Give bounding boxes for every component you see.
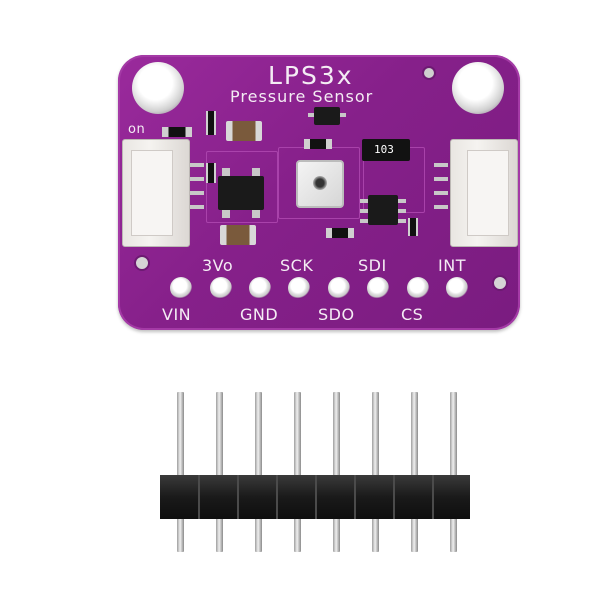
pin-label-sck: SCK bbox=[280, 256, 314, 275]
resistor bbox=[326, 228, 354, 238]
header-pin bbox=[177, 392, 184, 552]
stemma-connector-right bbox=[450, 139, 518, 247]
pin-label-cs: CS bbox=[401, 305, 424, 324]
pin-pad-sck bbox=[288, 277, 310, 299]
pin-pad-3vo bbox=[210, 277, 232, 299]
pin-label-vin: VIN bbox=[162, 305, 192, 324]
capacitor bbox=[220, 225, 256, 245]
pcb-board: LPS3x Pressure Sensor on bbox=[118, 55, 520, 330]
pin-pad-sdo bbox=[328, 277, 350, 299]
header-pin bbox=[450, 392, 457, 552]
pressure-sensor-chip bbox=[296, 160, 344, 208]
resistor bbox=[162, 127, 192, 137]
header-pin bbox=[216, 392, 223, 552]
pin-label-sdo: SDO bbox=[318, 305, 355, 324]
mounting-hole-right bbox=[452, 62, 504, 114]
pin-pad-vin bbox=[170, 277, 192, 299]
resistor bbox=[206, 163, 216, 183]
header-pin bbox=[255, 392, 262, 552]
resistor bbox=[408, 218, 418, 236]
pin-pad-sdi bbox=[367, 277, 389, 299]
via bbox=[134, 255, 150, 271]
header-pin bbox=[372, 392, 379, 552]
pin-label-int: INT bbox=[438, 256, 466, 275]
via bbox=[422, 66, 436, 80]
header-pin bbox=[411, 392, 418, 552]
header-pin bbox=[294, 392, 301, 552]
transistor bbox=[314, 107, 340, 125]
pin-pad-gnd bbox=[249, 277, 271, 299]
resistor bbox=[304, 139, 332, 149]
pin-label-3vo: 3Vo bbox=[202, 256, 234, 275]
chip-marking: 103 bbox=[374, 143, 394, 156]
resistor bbox=[206, 111, 216, 135]
voltage-regulator bbox=[218, 176, 264, 210]
stemma-connector-left bbox=[122, 139, 190, 247]
header-pin bbox=[333, 392, 340, 552]
pin-label-gnd: GND bbox=[240, 305, 279, 324]
board-subtitle: Pressure Sensor bbox=[230, 87, 374, 106]
pin-label-sdi: SDI bbox=[358, 256, 387, 275]
board-title: LPS3x bbox=[268, 61, 354, 90]
via bbox=[492, 275, 508, 291]
mounting-hole-left bbox=[132, 62, 184, 114]
resistor-array: 103 bbox=[362, 139, 410, 161]
capacitor bbox=[226, 121, 262, 141]
pin-pad-cs bbox=[407, 277, 429, 299]
level-shifter-ic bbox=[368, 195, 398, 225]
pin-pad-int bbox=[446, 277, 468, 299]
power-led-label: on bbox=[128, 122, 146, 137]
pin-header bbox=[160, 392, 470, 557]
